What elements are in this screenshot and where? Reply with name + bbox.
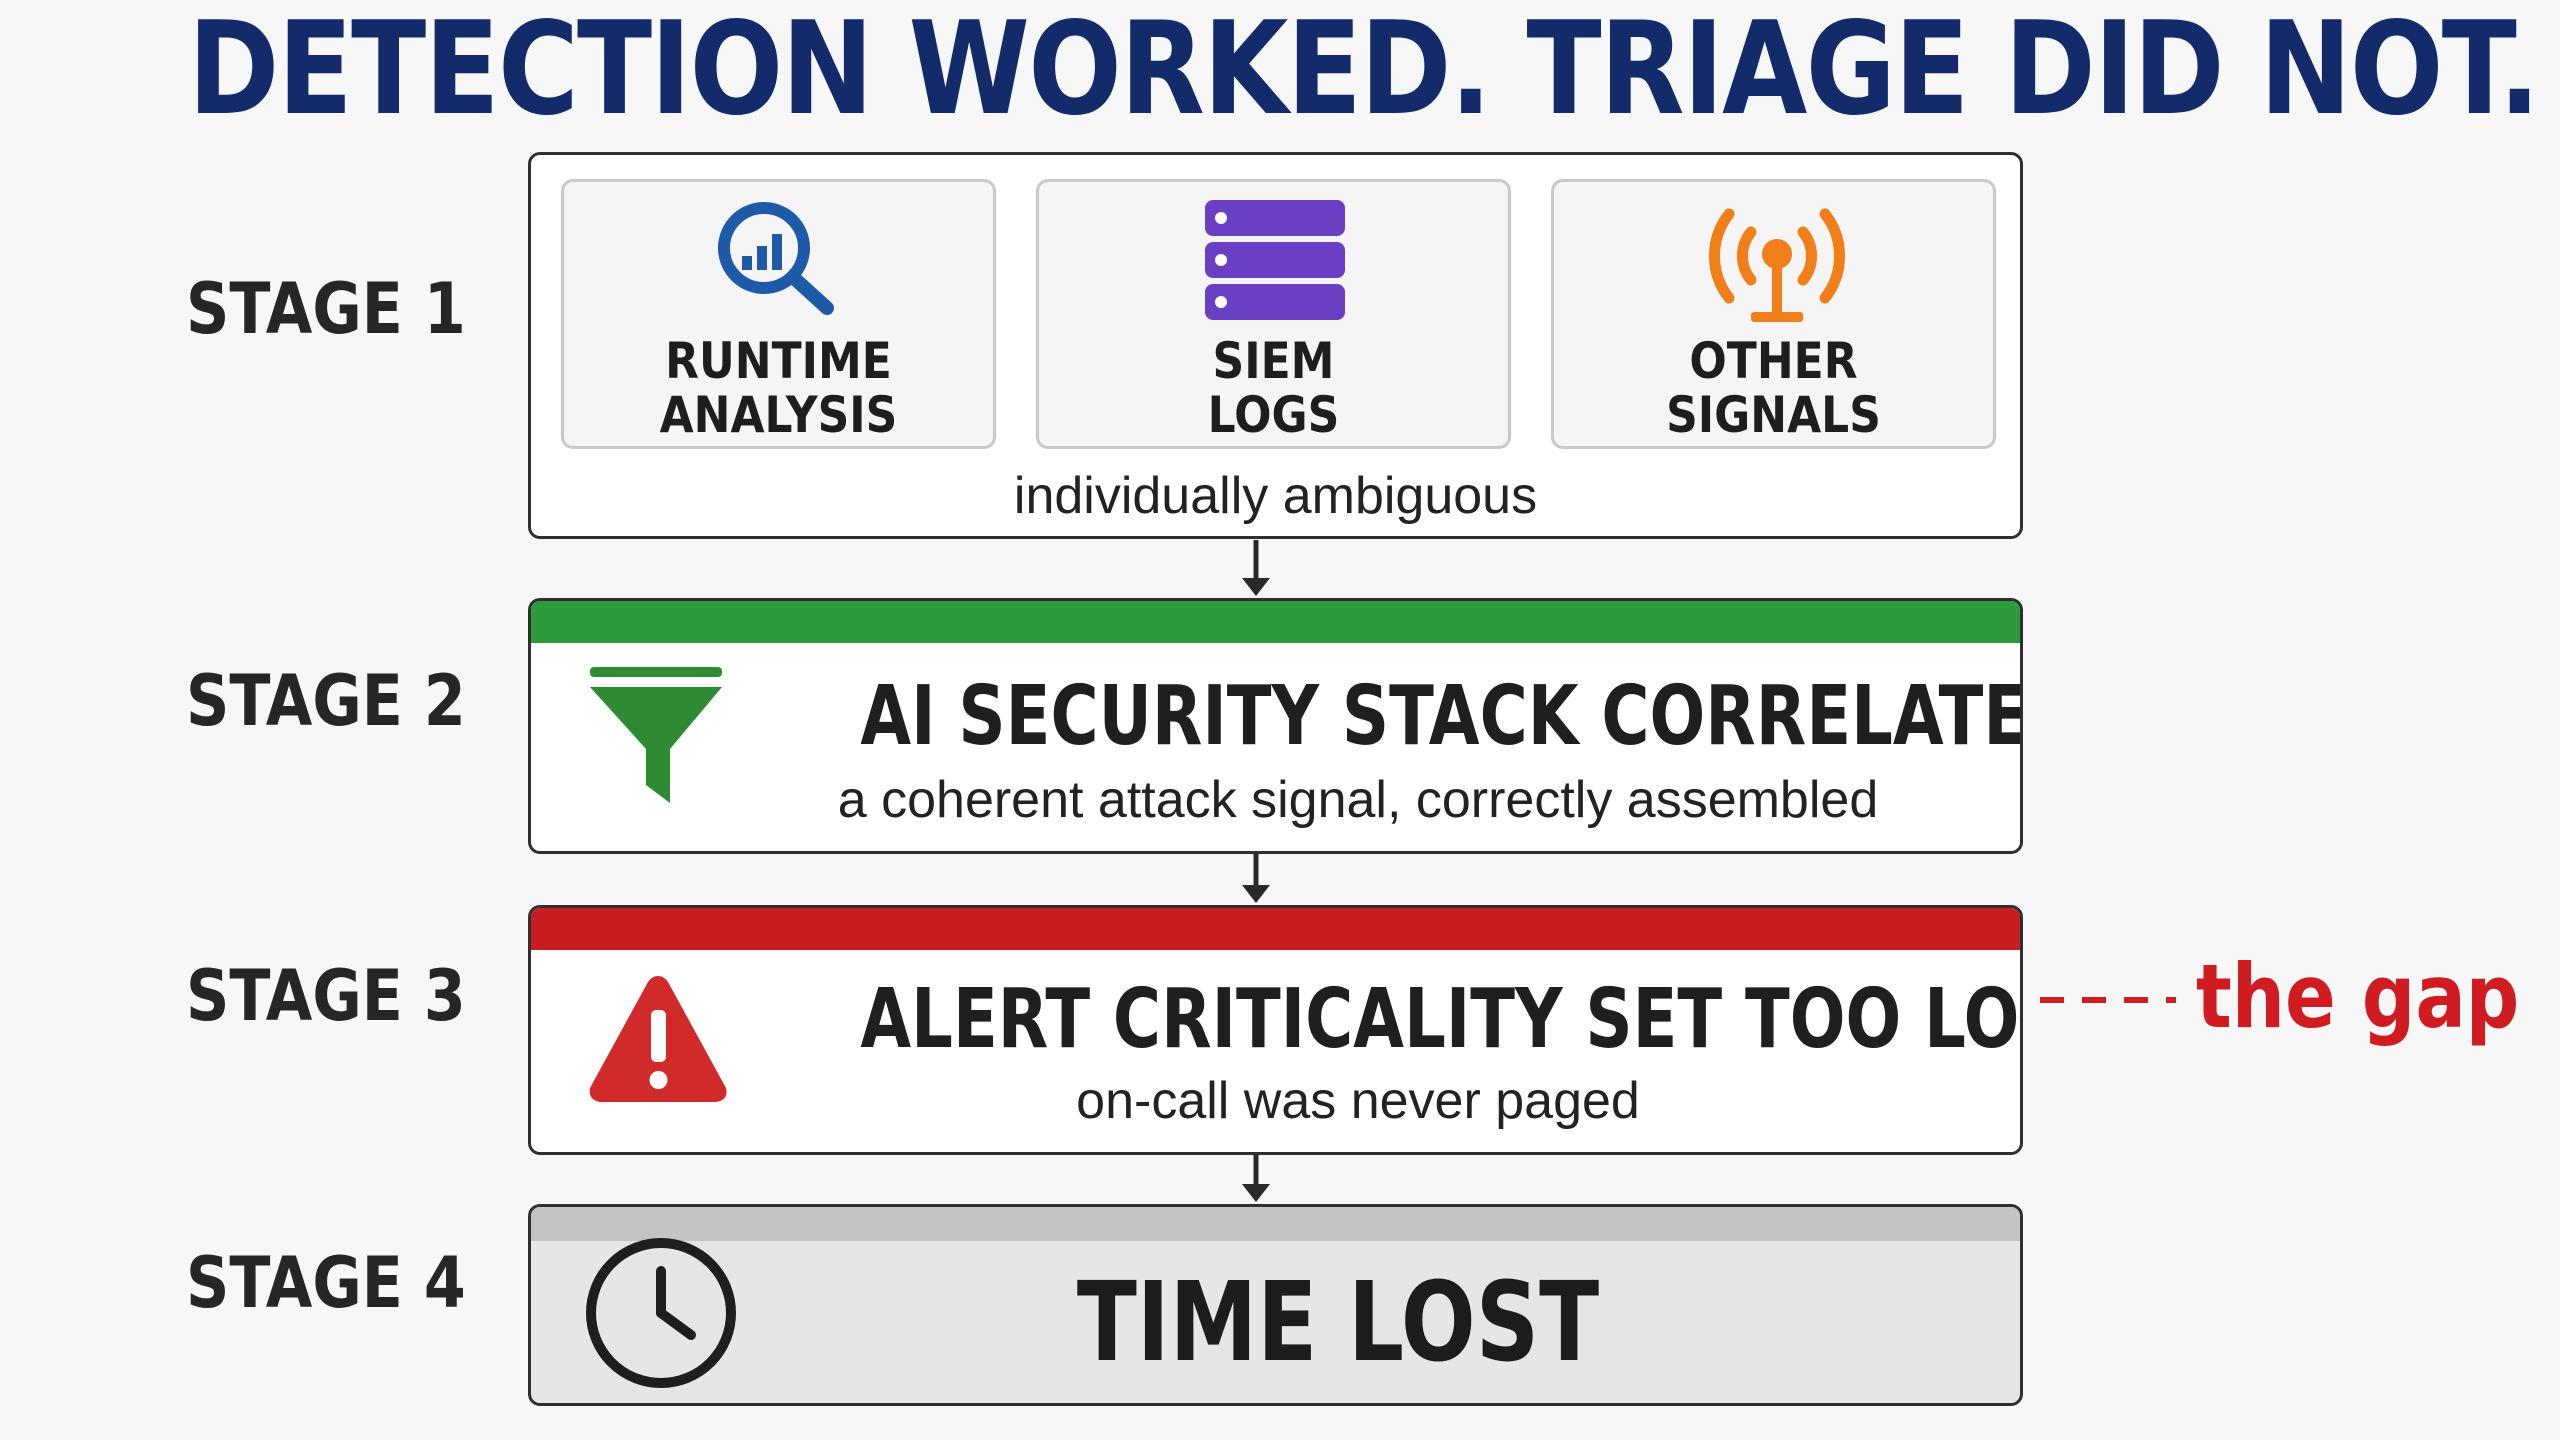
stage-1-label: STAGE 1 — [186, 268, 466, 350]
stage-3-panel: ALERT CRITICALITY SET TOO LOW on-call wa… — [528, 905, 2023, 1155]
stage-4-accent-bar — [531, 1207, 2020, 1241]
gap-dashed-line — [2040, 990, 2180, 1010]
stage-4-panel: TIME LOST — [528, 1204, 2023, 1406]
page-title: DETECTION WORKED. TRIAGE DID NOT. — [188, 0, 2540, 144]
siem-logs-card: SIEM LOGS — [1036, 179, 1511, 449]
stage-3-heading: ALERT CRITICALITY SET TOO LOW — [860, 972, 2023, 1067]
other-signals-label: OTHER SIGNALS — [1580, 334, 1966, 442]
card-label-line-2: ANALYSIS — [659, 386, 898, 444]
stage-4-heading: TIME LOST — [1076, 1258, 1600, 1386]
radio-antenna-icon — [1699, 196, 1855, 324]
funnel-icon — [586, 667, 726, 807]
stage-3-accent-bar — [531, 908, 2020, 950]
other-signals-card: OTHER SIGNALS — [1551, 179, 1996, 449]
runtime-analysis-card: RUNTIME ANALYSIS — [561, 179, 996, 449]
stage-2-accent-bar — [531, 601, 2020, 643]
warning-triangle-icon — [586, 968, 731, 1108]
card-label-line-2: SIGNALS — [1666, 386, 1881, 444]
stage-2-panel: AI SECURITY STACK CORRELATED THEM a cohe… — [528, 598, 2023, 854]
arrow-down-icon — [1236, 1154, 1276, 1204]
stage-1-note: individually ambiguous — [1013, 467, 1538, 525]
card-label-line-2: LOGS — [1207, 386, 1340, 444]
gap-label: the gap — [2196, 945, 2520, 1048]
card-label-line-1: SIEM — [1212, 332, 1335, 390]
stage-3-label: STAGE 3 — [186, 955, 466, 1037]
runtime-analysis-label: RUNTIME ANALYSIS — [590, 334, 968, 442]
stage-2-subtitle: a coherent attack signal, correctly asse… — [837, 771, 1879, 829]
stage-2-heading: AI SECURITY STACK CORRELATED THEM — [860, 669, 2020, 764]
card-label-line-1: RUNTIME — [665, 332, 892, 390]
stage-2-label: STAGE 2 — [186, 660, 466, 742]
server-stack-icon — [1201, 198, 1349, 326]
card-label-line-1: OTHER — [1689, 332, 1858, 390]
stage-1-panel: RUNTIME ANALYSIS SIEM LOGS — [528, 152, 2023, 539]
arrow-down-icon — [1236, 853, 1276, 905]
stage-4-label: STAGE 4 — [186, 1242, 466, 1324]
siem-logs-label: SIEM LOGS — [1067, 334, 1480, 442]
stage-3-subtitle: on-call was never paged — [1076, 1072, 1640, 1130]
arrow-down-icon — [1236, 540, 1276, 598]
clock-icon — [583, 1235, 739, 1391]
magnifier-chart-icon — [709, 196, 849, 316]
